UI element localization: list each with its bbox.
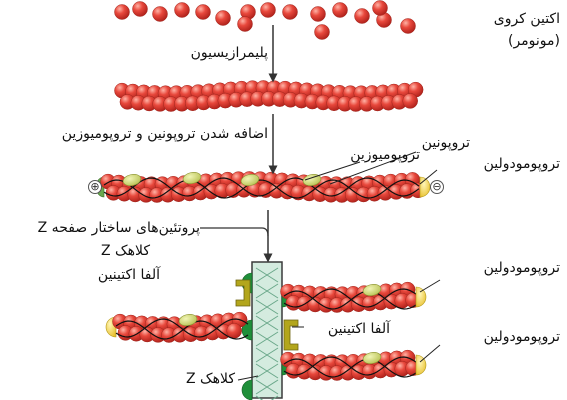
pointer-tropomyosin	[304, 161, 361, 181]
troponin-complex	[240, 174, 260, 186]
actin-bead	[215, 10, 231, 26]
label-troponin: تروپونین	[421, 135, 470, 151]
troponin-complex	[302, 174, 322, 186]
tropomyosin-strand	[283, 356, 417, 376]
actin-bead	[332, 2, 348, 18]
pointer-tropomodulin-1	[419, 169, 438, 185]
label-add-troponin: اضافه شدن تروپونین و تروپومیوزین	[61, 126, 268, 142]
actin-bead	[132, 1, 148, 17]
alpha-actinin-left	[235, 279, 251, 307]
z-disc-lattice	[255, 363, 279, 379]
tropomyosin-strand	[103, 179, 420, 199]
tropomodulin-cap	[415, 286, 427, 308]
tropomyosin-strand	[103, 177, 420, 197]
actin-bead	[402, 93, 418, 109]
troponin-complex	[122, 174, 142, 186]
plus-end-sign: ⊕	[88, 180, 102, 194]
tropomyosin-strand	[283, 290, 417, 310]
actin-bead	[195, 4, 211, 20]
g-actin-monomers	[114, 0, 416, 40]
actin-bead	[226, 323, 242, 339]
actin-bead	[260, 2, 276, 18]
label-tropomodulin-1: تروپومودولین	[483, 156, 560, 172]
pointer-troponin	[329, 151, 417, 185]
minus-end-sign: ⊖	[430, 180, 444, 194]
label-z-cap: کلاهک Z	[101, 243, 150, 259]
z-cap	[241, 379, 253, 400]
label-tropomyosin: تروپومیوزین	[350, 147, 420, 163]
tropomodulin-cap	[415, 354, 427, 376]
actin-bead	[372, 0, 388, 16]
label-z-disc-proteins: پروتئین‌های ساختار صفحه Z	[37, 220, 200, 236]
label-z-cap-2: کلاهک Z	[186, 371, 235, 387]
actin-bead	[237, 16, 253, 32]
z-disc-lattice	[255, 283, 279, 299]
thin-filament-upper-right	[280, 281, 427, 313]
pointer-tropomodulin-3	[419, 344, 441, 363]
z-disc-lattice	[255, 395, 279, 400]
label-tropomodulin-3: تروپومودولین	[483, 329, 560, 345]
pointer-z-cap	[237, 375, 259, 381]
label-tropomodulin-2: تروپومودولین	[483, 260, 560, 276]
f-actin-filament	[114, 80, 424, 112]
z-disc-lattice	[255, 267, 279, 283]
label-g-actin: اکتین کروی	[493, 11, 560, 27]
label-polymerization: پلیمرازیسیون	[190, 45, 268, 61]
label-monomer: (مونومر)	[507, 33, 560, 49]
actin-bead	[354, 8, 370, 24]
z-disc-lattice	[255, 331, 279, 347]
thin-filament-left	[105, 311, 249, 343]
z-disc-lattice	[255, 299, 279, 315]
actin-bead	[152, 6, 168, 22]
actin-bead	[314, 24, 330, 40]
tropomyosin-strand	[283, 358, 417, 378]
actin-bead	[174, 2, 190, 18]
actin-bead	[310, 6, 326, 22]
troponin-complex	[182, 172, 202, 184]
z-disc-lattice	[255, 315, 279, 331]
pointer-tropomodulin-2	[419, 279, 441, 293]
tropomyosin-strand	[115, 318, 249, 338]
thin-filament-with-troponin	[95, 171, 431, 203]
thin-filament-lower-right	[280, 349, 427, 381]
actin-bead	[400, 18, 416, 34]
troponin-complex	[362, 284, 382, 296]
arrow-zdisc-bend	[200, 227, 269, 237]
label-alpha-actinin: آلفا اکتینین	[97, 267, 160, 283]
troponin-complex	[362, 352, 382, 364]
z-disc-lattice	[255, 347, 279, 363]
label-alpha-actinin-2: آلفا اکتینین	[327, 321, 390, 337]
z-disc-lattice	[255, 379, 279, 395]
actin-bead	[282, 4, 298, 20]
tropomyosin-strand	[115, 320, 249, 340]
tropomyosin-strand	[283, 288, 417, 308]
actin-bead	[114, 4, 130, 20]
alpha-actinin-right	[283, 319, 299, 351]
z-disc-structure	[235, 261, 299, 400]
troponin-complex	[178, 314, 198, 326]
